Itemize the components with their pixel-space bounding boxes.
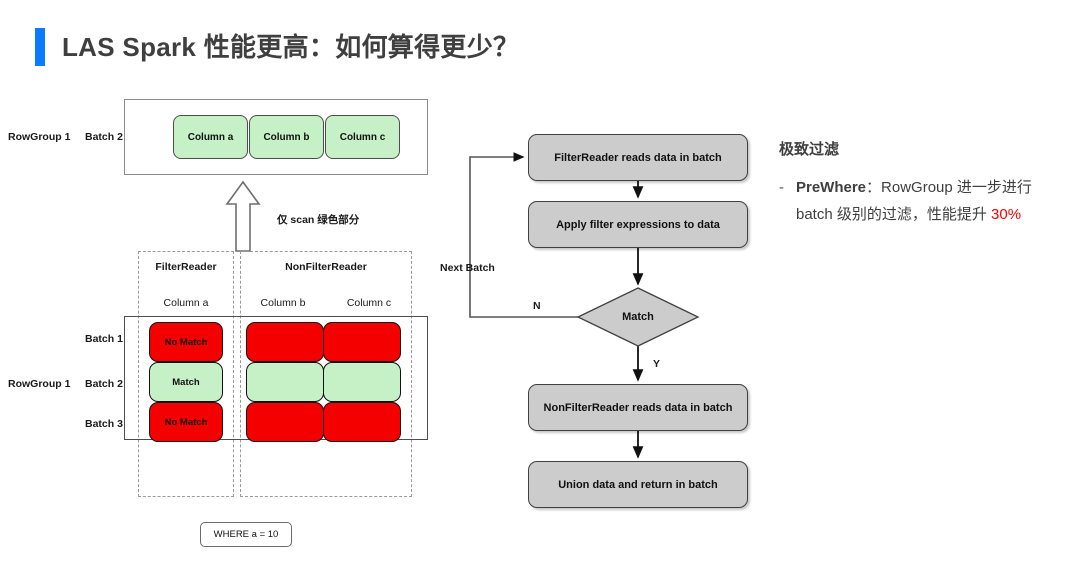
scan-note-label: 仅 scan 绿色部分 [277, 214, 360, 226]
bullet-highlight: 30% [991, 206, 1022, 223]
matrix-cell [246, 322, 324, 362]
bullet-text: PreWhere：RowGroup 进一步进行 batch 级别的过滤，性能提升… [796, 174, 1059, 228]
matrix-batch-3-label: Batch 3 [85, 418, 123, 430]
column-chip-a: Column a [173, 115, 248, 159]
bullet-dash-marker: - [779, 179, 784, 196]
matrix-cell [323, 402, 401, 442]
filterreader-group-box [138, 251, 234, 497]
flow-edge-label-yes: Y [653, 358, 661, 370]
flow-step-apply-filter: Apply filter expressions to data [528, 201, 748, 248]
matrix-header-column-a: Column a [163, 297, 209, 309]
matrix-batch-1-label: Batch 1 [85, 333, 123, 345]
right-panel-bullet: - PreWhere：RowGroup 进一步进行 batch 级别的过滤，性能… [779, 174, 1059, 228]
where-clause-box: WHERE a = 10 [200, 522, 292, 547]
matrix-header-column-b: Column b [260, 297, 306, 309]
flow-edge-label-no: N [533, 300, 541, 312]
matrix-cell: Match [149, 362, 223, 402]
bullet-separator: ： [866, 179, 882, 196]
top-batch-label: Batch 2 [85, 131, 123, 143]
title-accent-bar [35, 28, 45, 66]
right-panel-heading: 极致过滤 [779, 141, 840, 158]
matrix-rowgroup-label: RowGroup 1 [8, 378, 71, 390]
page-title: LAS Spark 性能更高：如何算得更少？ [62, 32, 520, 62]
flow-edge-label-next-batch: Next Batch [440, 262, 495, 274]
column-chip-b: Column b [249, 115, 324, 159]
matrix-cell [246, 362, 324, 402]
nonfilterreader-group-box [240, 251, 412, 497]
flow-step-nonfilterreader-read: NonFilterReader reads data in batch [528, 384, 748, 431]
matrix-header-column-c: Column c [346, 297, 392, 309]
matrix-cell [323, 322, 401, 362]
right-text-panel: 极致过滤 - PreWhere：RowGroup 进一步进行 batch 级别的… [779, 140, 1059, 228]
nonfilterreader-label: NonFilterReader [285, 261, 367, 273]
top-rowgroup-label: RowGroup 1 [8, 131, 71, 143]
matrix-cell: No Match [149, 322, 223, 362]
scan-up-arrow-icon [225, 180, 261, 252]
flow-step-filterreader-read: FilterReader reads data in batch [528, 134, 748, 181]
matrix-cell [246, 402, 324, 442]
matrix-batch-2-label: Batch 2 [85, 378, 123, 390]
flow-decision-match: Match [622, 311, 654, 323]
matrix-cell: No Match [149, 402, 223, 442]
flow-step-union-return: Union data and return in batch [528, 461, 748, 508]
matrix-cell [323, 362, 401, 402]
column-chip-c: Column c [325, 115, 400, 159]
bullet-term: PreWhere [796, 179, 867, 196]
filterreader-label: FilterReader [155, 261, 217, 273]
bullet-body: RowGroup 进一步进行 batch 级别的过滤，性能提升 [796, 179, 1032, 223]
